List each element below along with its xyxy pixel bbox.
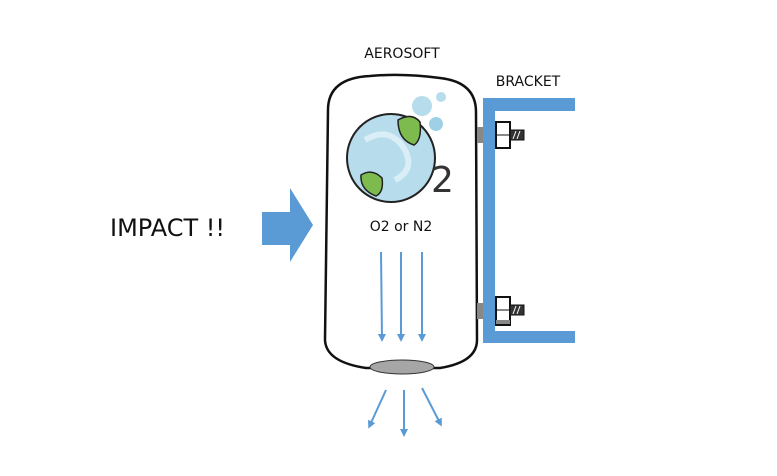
bolt-bottom-icon	[477, 296, 525, 326]
impact-label: IMPACT !!	[110, 214, 225, 242]
flow-arrow-icon	[377, 251, 386, 342]
bolt-top-icon	[477, 121, 525, 149]
outlet-arrow-icon	[368, 389, 387, 429]
bracket-label: BRACKET	[496, 74, 561, 90]
gas-label: O2 or N2	[370, 219, 433, 235]
outlet-arrow-icon	[421, 387, 442, 427]
inner-flow-arrows	[377, 251, 426, 342]
logo-subscript: 2	[431, 160, 454, 201]
outlet-flow-arrows	[368, 387, 442, 437]
bracket	[483, 98, 575, 343]
device-label: AEROSOFT	[364, 46, 440, 62]
o2-logo-icon: 2	[346, 92, 454, 203]
impact-arrow-icon	[262, 188, 313, 262]
nozzle	[369, 359, 435, 375]
